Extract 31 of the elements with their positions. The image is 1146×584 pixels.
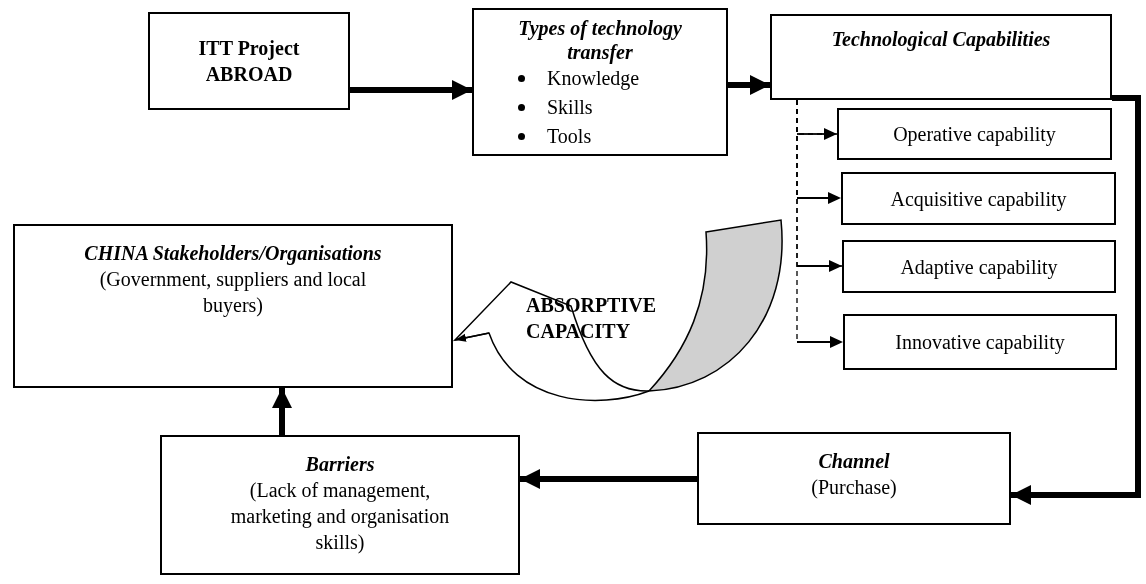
arrow xyxy=(350,80,472,100)
node-heading: Barriers xyxy=(305,452,375,477)
process-box xyxy=(472,8,728,156)
node-text: (Government, suppliers and local buyers) xyxy=(98,267,368,318)
bullet-item: Knowledge xyxy=(547,66,640,90)
process-box xyxy=(13,224,453,388)
process-box xyxy=(770,14,1112,100)
node-heading: CHINA Stakeholders/Organisations xyxy=(84,241,382,266)
process-box xyxy=(842,240,1116,293)
node-heading: Channel xyxy=(818,449,890,474)
arrow xyxy=(728,75,770,95)
node-text: Innovative capability xyxy=(895,330,1065,355)
node-heading: Types of technology transfer xyxy=(517,16,683,64)
node-text: Adaptive capability xyxy=(900,254,1058,280)
arrow xyxy=(272,388,292,435)
process-box xyxy=(697,432,1011,525)
node-text: Acquisitive capability xyxy=(890,186,1067,212)
node-text: Operative capability xyxy=(893,122,1056,147)
bullet-item: Skills xyxy=(547,95,593,119)
bullet-item: Tools xyxy=(547,124,592,148)
node-text: ITT Project ABROAD xyxy=(197,36,301,87)
process-box xyxy=(160,435,520,575)
arrow xyxy=(520,469,697,489)
node-text: Technological Capabilities xyxy=(831,27,1051,52)
process-box xyxy=(841,172,1116,225)
arrow xyxy=(1011,95,1141,505)
node-text: (Purchase) xyxy=(811,475,897,500)
process-box xyxy=(843,314,1117,370)
process-box xyxy=(837,108,1112,160)
process-box xyxy=(148,12,350,110)
node-text: (Lack of management, marketing and organisation skills) xyxy=(229,478,451,555)
